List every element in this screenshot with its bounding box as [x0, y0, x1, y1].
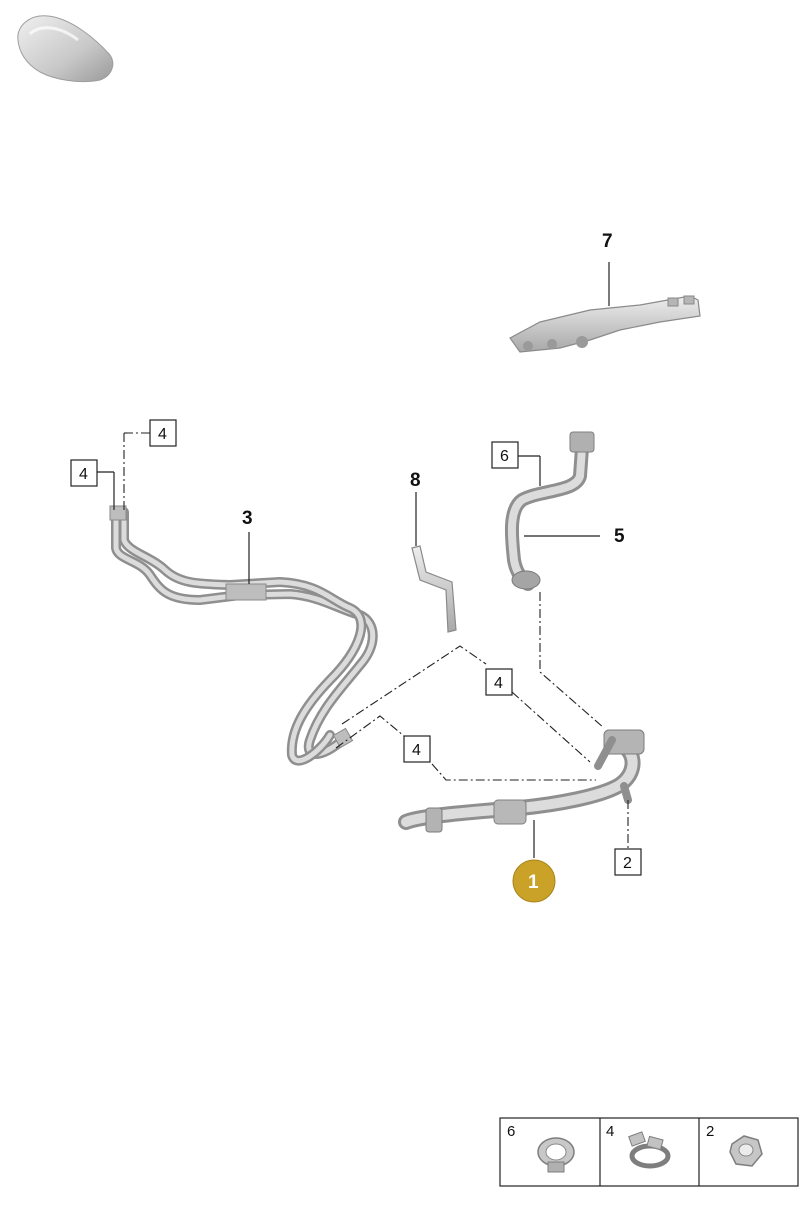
- spring-clamp-icon: [628, 1131, 671, 1169]
- mounting-bracket-part[interactable]: [509, 295, 701, 353]
- svg-text:4: 4: [158, 426, 167, 443]
- svg-text:4: 4: [412, 742, 421, 759]
- small-bracket-part[interactable]: [411, 545, 457, 633]
- coolant-pipe-part[interactable]: [398, 729, 645, 833]
- callout-box-6: 6: [491, 441, 519, 469]
- svg-text:6: 6: [500, 448, 509, 465]
- callout-3: 3: [242, 508, 253, 529]
- hose-clamp-icon: [537, 1137, 575, 1173]
- svg-text:4: 4: [79, 466, 88, 483]
- hex-nut-icon: [729, 1135, 763, 1167]
- callout-box-4-left: 4: [70, 459, 98, 487]
- callout-1-highlighted[interactable]: 1: [512, 859, 556, 903]
- hose-part[interactable]: [504, 431, 595, 591]
- callout-8: 8: [410, 470, 421, 491]
- legend-label-4: 4: [606, 1123, 614, 1140]
- svg-text:2: 2: [623, 855, 632, 872]
- small-parts-legend: 6 4 2: [499, 1117, 799, 1187]
- car-silhouette-icon: [17, 15, 114, 83]
- callout-5: 5: [614, 526, 625, 547]
- callout-box-2: 2: [614, 848, 642, 876]
- svg-text:1: 1: [528, 872, 539, 893]
- callout-box-4-middle: 4: [485, 668, 513, 696]
- callout-box-4-top: 4: [149, 419, 177, 447]
- coolant-pipe-assembly[interactable]: [109, 505, 378, 766]
- callout-box-4-lower: 4: [403, 735, 431, 763]
- callout-7: 7: [602, 231, 613, 252]
- legend-label-6: 6: [507, 1123, 515, 1140]
- svg-text:4: 4: [494, 675, 503, 692]
- legend-label-2: 2: [706, 1123, 714, 1140]
